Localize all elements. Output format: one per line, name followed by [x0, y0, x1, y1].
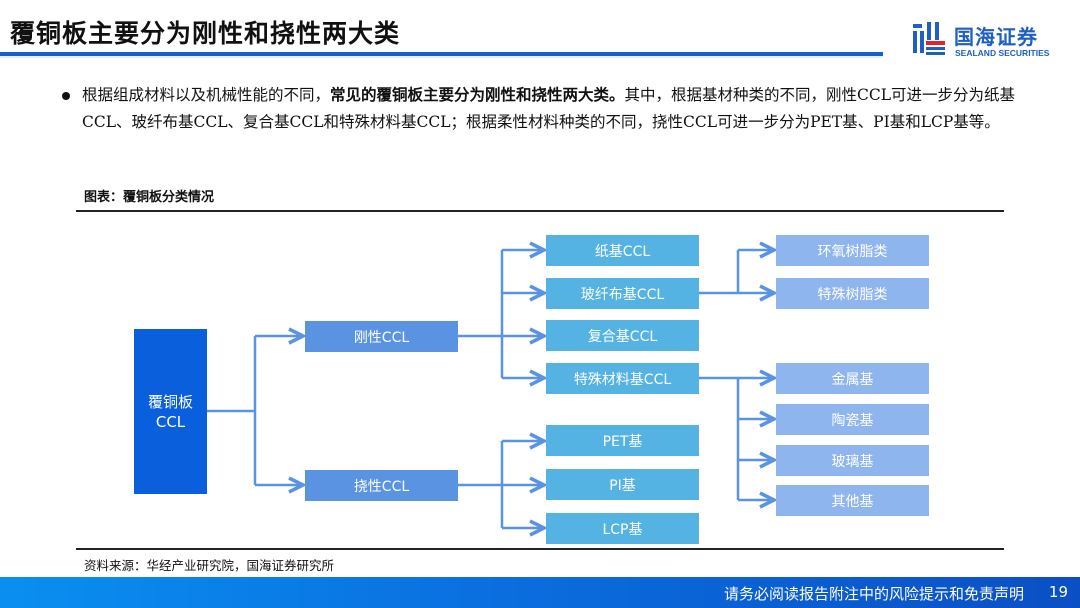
node-flex-ccl: 挠性CCL [305, 470, 458, 501]
figure-top-rule [76, 210, 1004, 212]
node-paper-ccl: 纸基CCL [546, 235, 699, 266]
page-title: 覆铜板主要分为刚性和挠性两大类 [10, 19, 401, 48]
node-special-material-ccl: 特殊材料基CCL [546, 363, 699, 394]
connector-special-trunk [699, 376, 740, 500]
node-special-resin: 特殊树脂类 [776, 278, 929, 309]
node-other-base: 其他基 [776, 485, 929, 516]
connector-glass-trunk [699, 250, 740, 295]
node-pi-base: PI基 [546, 469, 699, 500]
disclaimer-text: 请务必阅读报告附注中的风险提示和免责声明 [723, 585, 1024, 603]
figure-bottom-rule [76, 548, 1004, 550]
logo-name-en: SEALAND SECURITIES [955, 48, 1050, 58]
title-divider-shadow [0, 56, 883, 58]
bullet-icon [62, 92, 70, 100]
connector-root-trunk [206, 336, 257, 485]
node-pet-base: PET基 [546, 425, 699, 456]
node-glass-fiber-ccl: 玻纤布基CCL [546, 278, 699, 309]
page-number: 19 [1048, 583, 1068, 601]
company-logo: 国海证券 SEALAND SECURITIES [912, 20, 1062, 60]
source-note: 资料来源：华经产业研究院，国海证券研究所 [84, 558, 335, 573]
connector-rigid-trunk [458, 250, 504, 378]
node-epoxy-resin: 环氧树脂类 [776, 235, 929, 266]
node-root-line1: 覆铜板 [147, 392, 193, 411]
summary-bullet: 根据组成材料以及机械性能的不同，常见的覆铜板主要分为刚性和挠性两大类。其中，根据… [62, 82, 1042, 136]
summary-text-bold: 常见的覆铜板主要分为刚性和挠性两大类。 [330, 86, 625, 104]
footer-bar: 请务必阅读报告附注中的风险提示和免责声明 19 [0, 577, 1080, 608]
node-composite-ccl: 复合基CCL [546, 320, 699, 351]
summary-text: 根据组成材料以及机械性能的不同，常见的覆铜板主要分为刚性和挠性两大类。其中，根据… [82, 82, 1042, 136]
sealand-logo-icon [913, 22, 945, 55]
title-divider [0, 52, 883, 56]
node-root-ccl: 覆铜板 CCL [134, 329, 207, 494]
node-lcp-base: LCP基 [546, 513, 699, 544]
node-ceramic-base: 陶瓷基 [776, 404, 929, 435]
summary-text-rest: 其中，根据基材种类的不同，刚性CCL可进一步分为纸基CCL、玻纤布基CCL、复合… [82, 86, 1016, 131]
node-glass-base: 玻璃基 [776, 445, 929, 476]
node-root-line2: CCL [155, 412, 186, 431]
figure-label: 图表：覆铜板分类情况 [84, 190, 215, 205]
connector-flex-trunk [458, 441, 504, 528]
node-rigid-ccl: 刚性CCL [305, 321, 458, 352]
summary-text-lead: 根据组成材料以及机械性能的不同， [82, 86, 331, 104]
node-metal-base: 金属基 [776, 363, 929, 394]
logo-name-cn: 国海证券 [954, 25, 1038, 49]
